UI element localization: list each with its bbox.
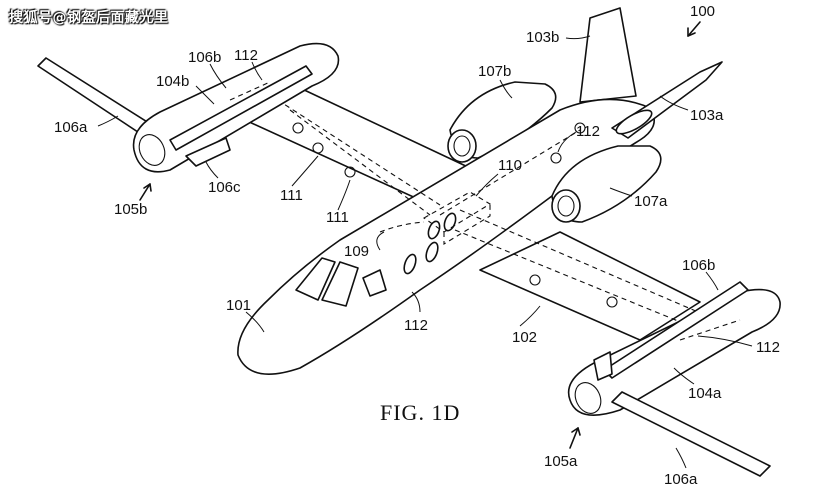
label-107a: 107a (634, 193, 668, 210)
label-106b-left: 106b (188, 49, 221, 66)
vertical-stabilizer (579, 7, 637, 103)
engine-107a-inlet (551, 189, 581, 223)
node-112-c (344, 166, 356, 178)
node-112-a (292, 122, 304, 134)
label-112-top: 112 (234, 47, 258, 64)
label-112-center: 112 (404, 317, 428, 334)
leader-103b (565, 35, 591, 40)
pod-105a-seam (679, 319, 741, 341)
pod-105b-nose (138, 134, 166, 166)
leader-109 (376, 231, 385, 251)
label-111-b: 111 (326, 209, 349, 226)
label-103a: 103a (690, 107, 724, 124)
internal-line-center (439, 129, 581, 216)
prop-blade-stub (593, 351, 613, 381)
pod-105a-nose (574, 382, 602, 414)
prop-blade-106a-right (611, 391, 771, 477)
pod-105b-seam (229, 81, 271, 101)
leader-100-arrow (687, 27, 696, 37)
leader-110 (475, 173, 499, 197)
label-105b: 105b (114, 201, 147, 218)
internal-line-left-2 (289, 109, 431, 216)
label-105a: 105a (544, 453, 578, 470)
leader-106b-left (209, 63, 227, 89)
figure-caption: FIG. 1D (380, 400, 460, 425)
internal-line-right-2 (459, 209, 713, 319)
battery-box-110-side (443, 204, 491, 245)
right-wing (479, 231, 701, 341)
label-101: 101 (226, 297, 251, 314)
cabin-window-1 (403, 253, 417, 275)
cable-109 (379, 221, 425, 233)
node-112-d (550, 152, 562, 164)
engine-107b-inlet (447, 129, 477, 163)
label-107b: 107b (478, 63, 511, 80)
node-112-b (312, 142, 324, 154)
engine-107b-inlet-inner (453, 135, 471, 157)
label-111-a: 111 (280, 187, 303, 204)
label-109: 109 (344, 243, 369, 260)
engine-107a-inlet-inner (557, 195, 575, 217)
leader-112-center (411, 291, 421, 313)
internal-line-left (269, 94, 441, 206)
leader-105b-arrow (143, 183, 152, 192)
node-112-f (529, 274, 541, 286)
leader-105a (569, 427, 579, 449)
leader-106b-right (705, 271, 719, 291)
label-112-right: 112 (756, 339, 780, 356)
leader-106a-left (97, 115, 119, 127)
cockpit-window-side (321, 261, 359, 307)
label-100: 100 (690, 3, 715, 20)
node-112-e (574, 122, 586, 134)
internal-line-right (454, 229, 701, 331)
pod-105a (567, 288, 781, 416)
label-106a-right: 106a (664, 471, 698, 488)
leader-107a (609, 187, 633, 197)
leader-112-right (697, 335, 753, 347)
leader-103a (659, 95, 689, 111)
prop-blade-106c (185, 137, 231, 167)
node-112-g (606, 296, 618, 308)
battery-box-110 (422, 191, 492, 233)
label-103b: 103b (526, 29, 559, 46)
cabin-window-2 (425, 241, 439, 263)
leader-101 (245, 311, 265, 333)
leader-107b (499, 79, 513, 99)
label-104a: 104a (688, 385, 722, 402)
cockpit-window-rear (362, 269, 387, 297)
leader-112-upper-right (557, 131, 577, 153)
label-104b: 104b (156, 73, 189, 90)
prop-blade-106b-left (169, 65, 313, 151)
leader-111-a (291, 155, 319, 187)
leader-104a (673, 367, 695, 385)
leader-102 (519, 305, 541, 327)
label-112-upper-right: 112 (576, 123, 600, 140)
leader-106c (205, 161, 219, 179)
cockpit-window-front (295, 257, 336, 301)
leader-111-b (337, 179, 351, 211)
label-106a-left: 106a (54, 119, 88, 136)
leader-100 (687, 21, 701, 37)
label-106b-right: 106b (682, 257, 715, 274)
label-102: 102 (512, 329, 537, 346)
watermark-text: 搜狐号@钢盔后面藏光里 (9, 10, 169, 26)
leader-112-top (251, 61, 263, 81)
leader-105b (139, 183, 151, 201)
leader-105a-arrow (571, 427, 581, 436)
label-106c: 106c (208, 179, 241, 196)
label-110: 110 (498, 157, 522, 174)
leader-104b (195, 85, 215, 105)
cabin-window-3 (427, 220, 441, 240)
leader-106a-right (675, 447, 687, 469)
tail-pod (615, 109, 653, 135)
